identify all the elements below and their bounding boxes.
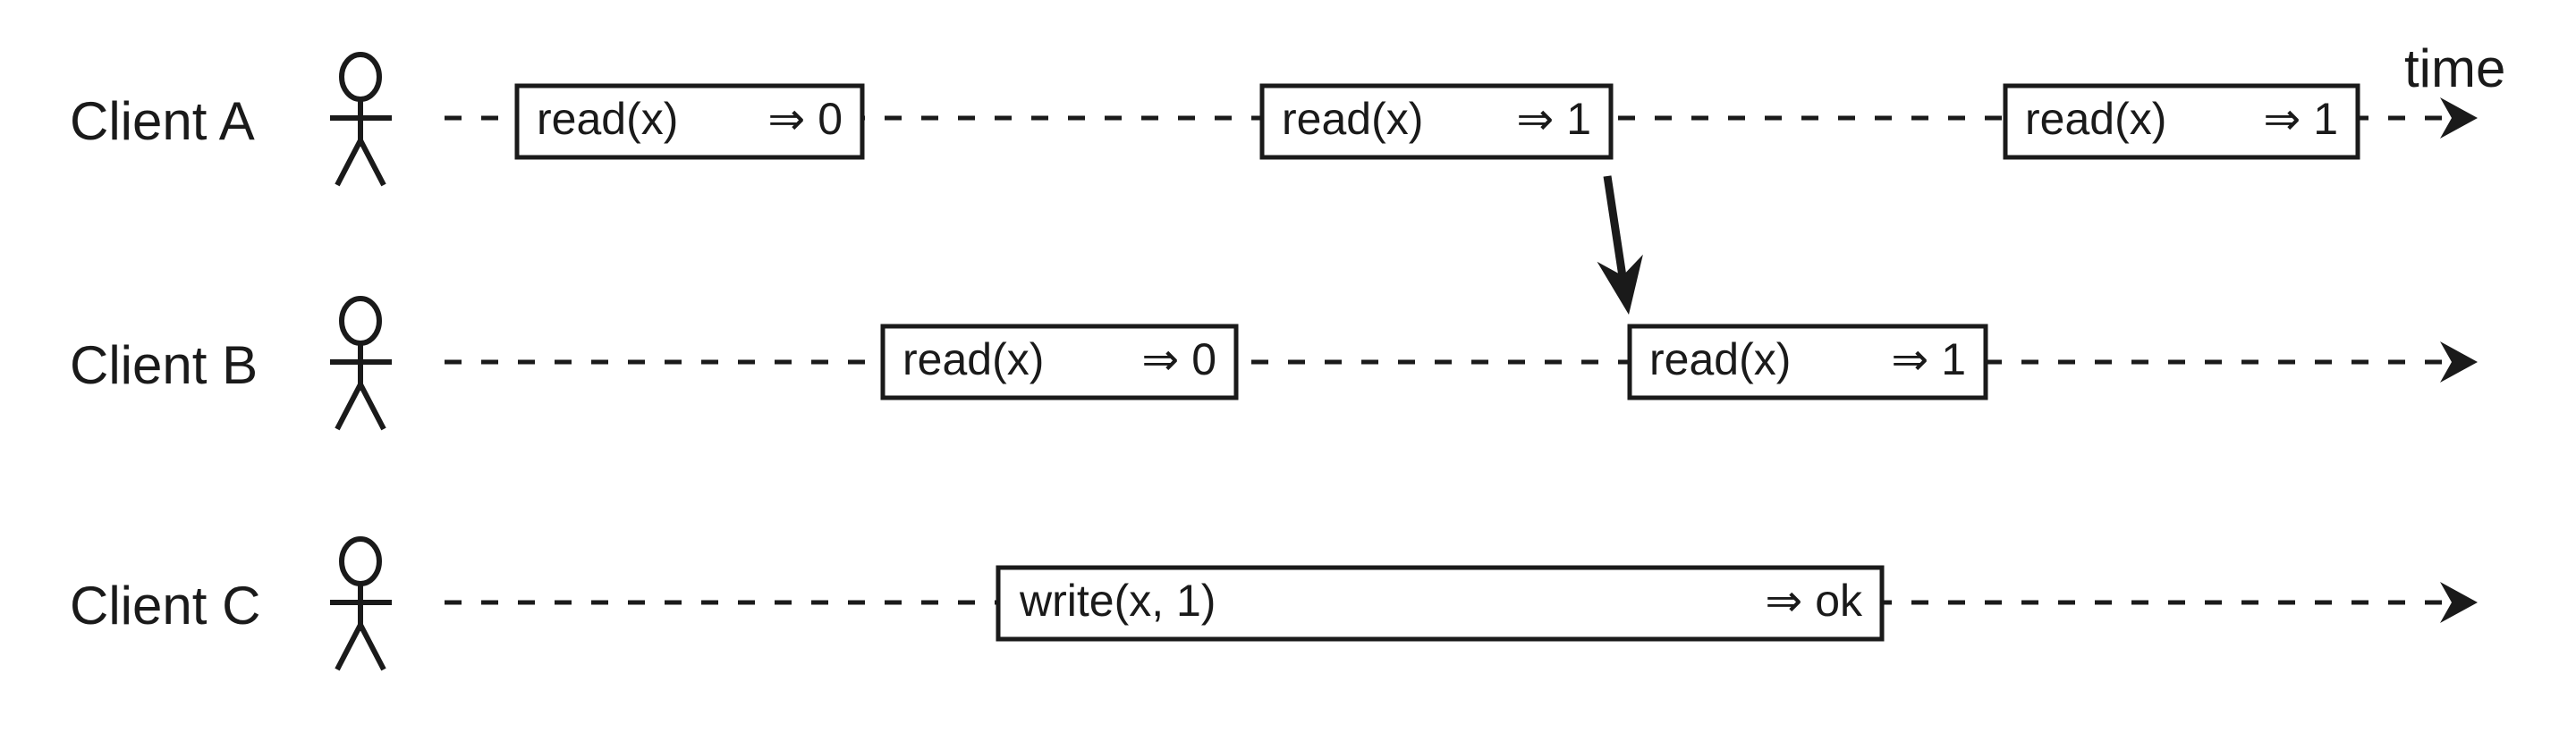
person-icon-client-b	[330, 296, 392, 431]
client-c-label: Client C	[70, 576, 260, 636]
causality-arrow	[1597, 175, 1643, 315]
person-head	[339, 52, 382, 102]
client-b-row: Client B read(x) ⇒ 0 read(x) ⇒ 1	[70, 296, 2478, 431]
op-a1-label: read(x)	[537, 94, 678, 144]
person-legs	[335, 134, 386, 187]
op-a2-result: ⇒ 1	[1516, 94, 1591, 144]
op-box-a3: read(x) ⇒ 1	[2003, 83, 2360, 160]
op-a3-result: ⇒ 1	[2263, 94, 2338, 144]
person-head	[339, 296, 382, 346]
op-b1-result: ⇒ 0	[1141, 334, 1216, 384]
client-b-label: Client B	[70, 335, 258, 395]
op-box-a1: read(x) ⇒ 0	[514, 83, 865, 160]
client-b-timeline-arrowhead-icon	[2440, 341, 2478, 383]
op-b1-label: read(x)	[902, 334, 1044, 384]
time-axis-label: time	[2404, 38, 2505, 98]
op-box-b1: read(x) ⇒ 0	[880, 324, 1239, 400]
causality-arrowhead-icon	[1597, 254, 1643, 315]
person-icon-client-a	[330, 52, 392, 187]
op-box-a2: read(x) ⇒ 1	[1259, 83, 1614, 160]
client-c-row: Client C write(x, 1) ⇒ ok	[70, 536, 2478, 671]
op-c1-result: ⇒ ok	[1765, 576, 1863, 626]
op-a1-result: ⇒ 0	[767, 94, 843, 144]
client-a-label: Client A	[70, 91, 255, 151]
op-c1-label: write(x, 1)	[1019, 576, 1216, 626]
op-a3-label: read(x)	[2025, 94, 2166, 144]
client-a-row: Client A read(x) ⇒ 0 read(x) ⇒ 1	[70, 38, 2505, 187]
op-box-b2: read(x) ⇒ 1	[1627, 324, 1988, 400]
client-a-timeline-arrowhead-icon	[2440, 97, 2478, 139]
op-box-c1: write(x, 1) ⇒ ok	[996, 565, 1885, 642]
person-head	[339, 536, 382, 586]
person-legs	[335, 378, 386, 431]
person-legs	[335, 619, 386, 671]
person-icon-client-c	[330, 536, 392, 671]
op-a2-label: read(x)	[1282, 94, 1423, 144]
op-b2-label: read(x)	[1649, 334, 1791, 384]
client-c-timeline-arrowhead-icon	[2440, 582, 2478, 623]
op-b2-result: ⇒ 1	[1891, 334, 1966, 384]
causality-arrow-shaft	[1603, 175, 1628, 283]
